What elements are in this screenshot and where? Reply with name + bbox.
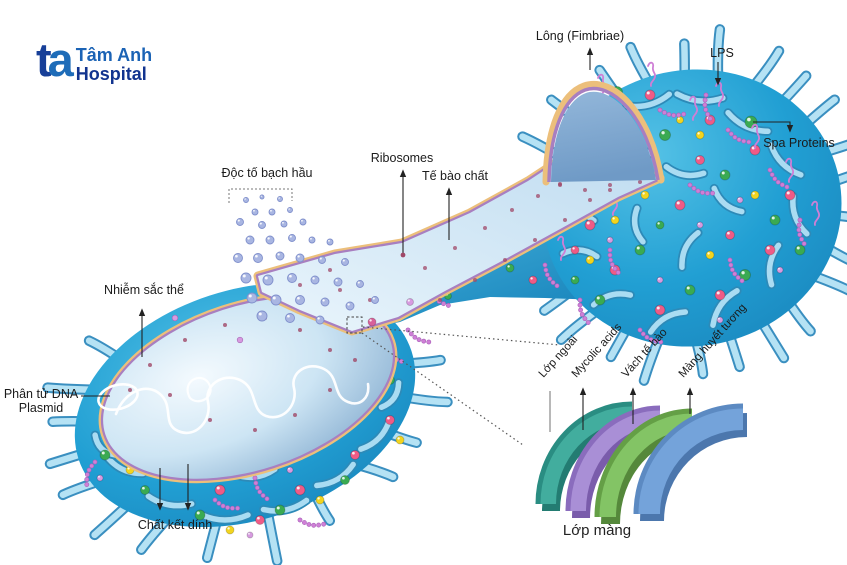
- logo-name-line1: Tâm Anh: [75, 45, 153, 65]
- logo-mark-t: t: [36, 33, 52, 86]
- label-spa-proteins: Spa Proteins: [763, 136, 835, 150]
- label-membrane-caption: Lớp màng: [562, 522, 632, 539]
- label-cytoplasm: Tế bào chất: [421, 169, 489, 183]
- label-plasmid-dna-line2: Plasmid: [18, 401, 64, 416]
- logo-mark-a: a: [47, 33, 74, 86]
- label-plasmid-dna: Phân tử DNA Plasmid: [2, 387, 80, 416]
- label-lps: LPS: [710, 46, 734, 60]
- label-fimbriae: Lông (Fimbriae): [535, 29, 625, 43]
- logo-name-line2: Hospital: [75, 63, 147, 84]
- label-diphtheria-toxin: Độc tố bạch hầu: [221, 166, 313, 180]
- label-adhesin: Chất kết dính: [137, 518, 213, 532]
- logo-names: Tâm Anh Hospital: [76, 46, 152, 84]
- label-chromosome: Nhiễm sắc thể: [104, 283, 184, 297]
- label-plasmid-dna-line1: Phân tử DNA: [3, 387, 79, 401]
- logo-mark: ta: [36, 36, 74, 83]
- label-ribosomes: Ribosomes: [370, 151, 434, 165]
- hospital-logo: ta Tâm Anh Hospital: [36, 36, 152, 84]
